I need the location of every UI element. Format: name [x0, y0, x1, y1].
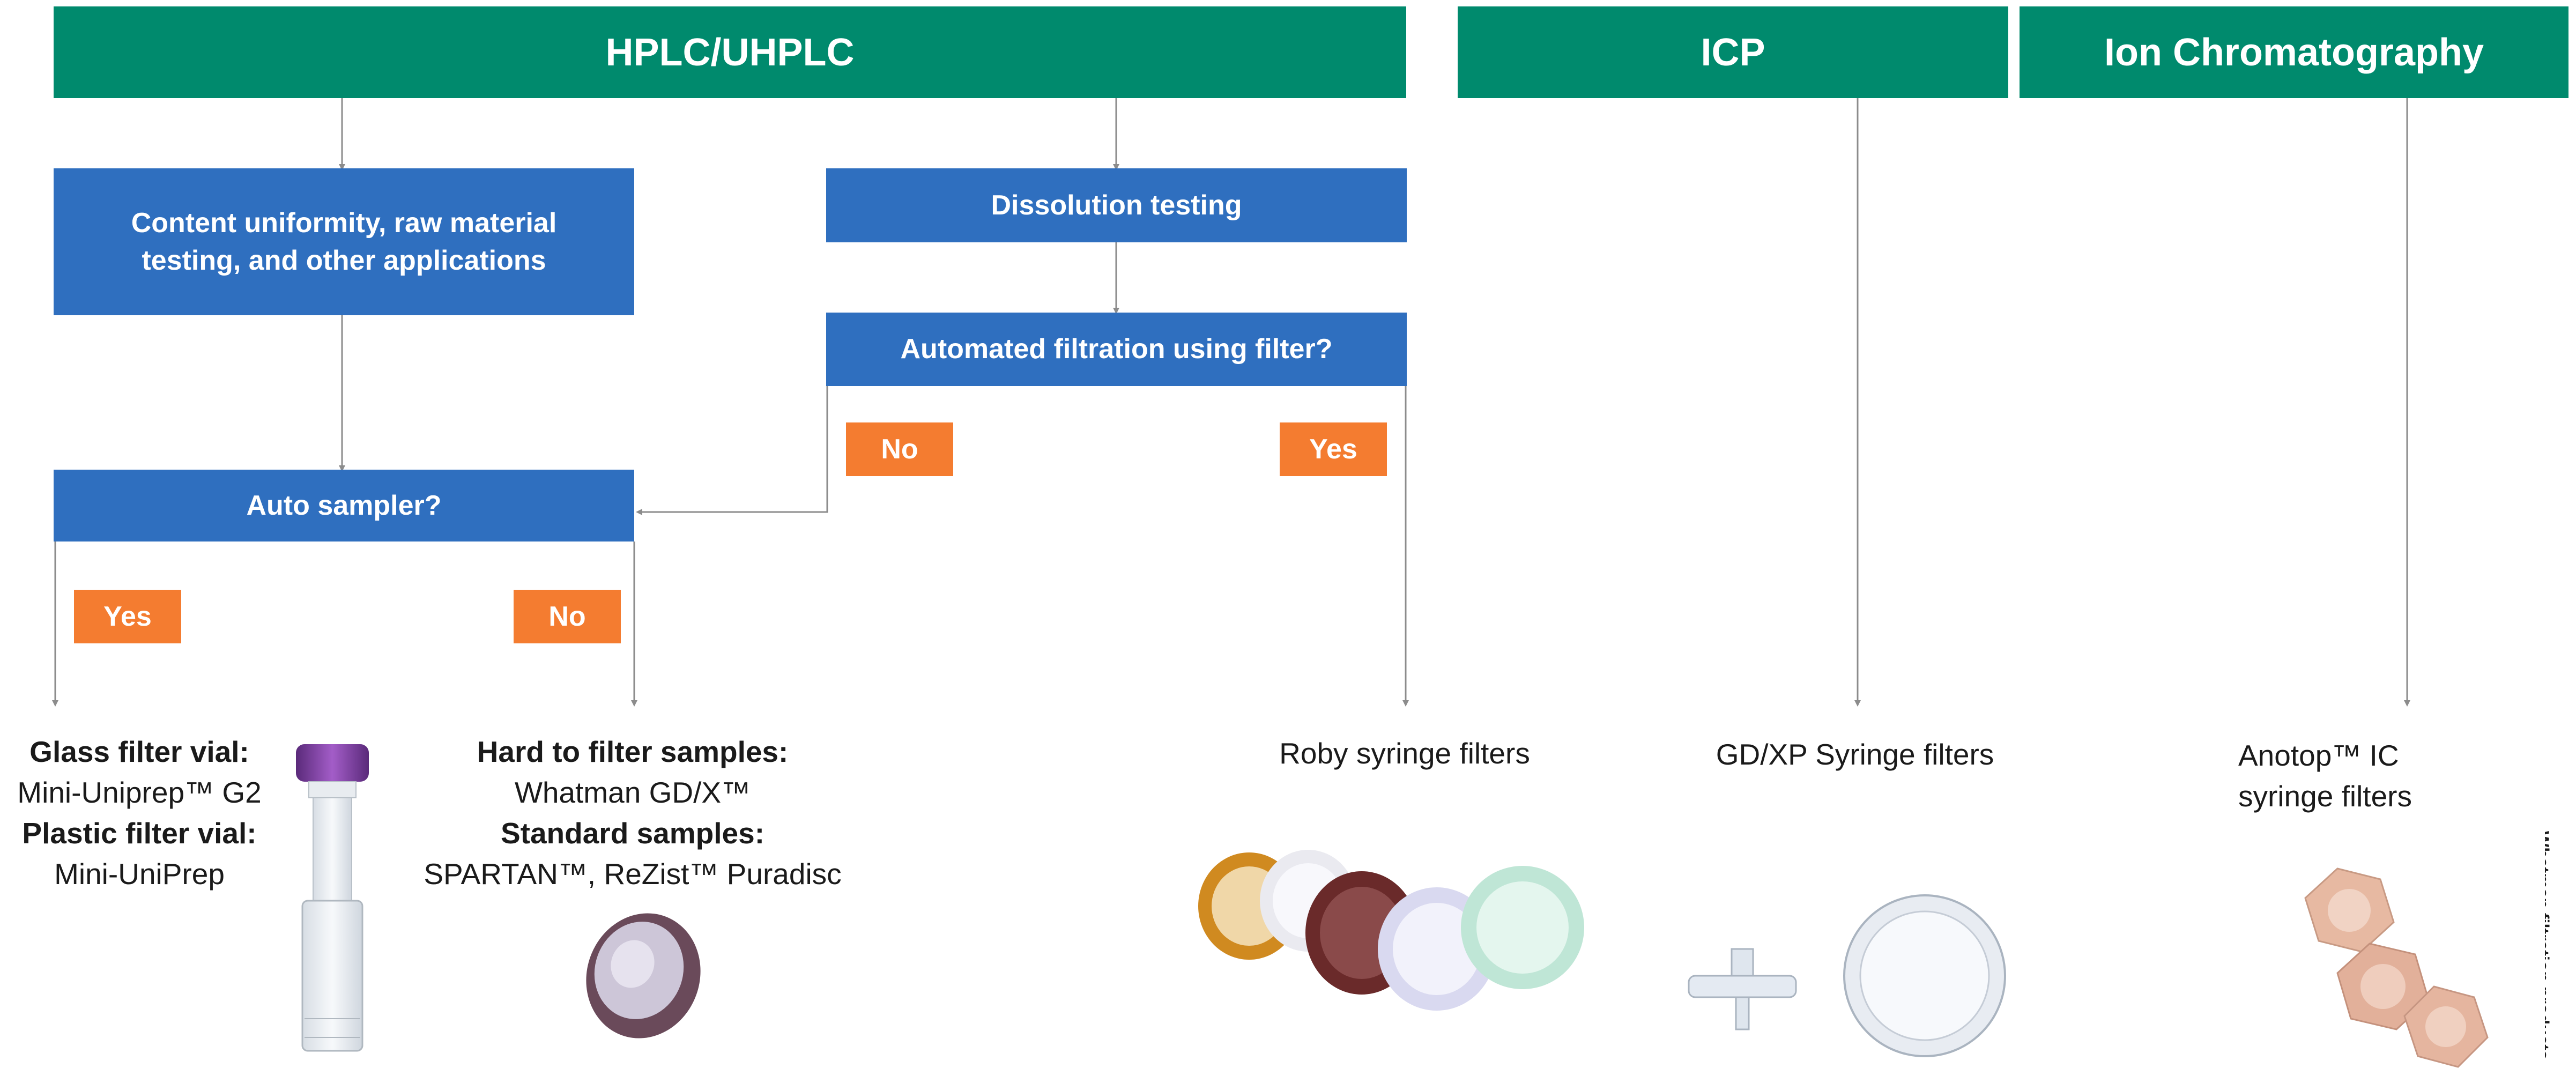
product-label-glass-filter-vial: Glass filter vial: Mini-Uniprep™ G2 Plas…: [0, 732, 279, 895]
box-autosampler-label: Auto sampler?: [246, 489, 442, 521]
tag-yes-autosampler: Yes: [74, 590, 181, 643]
hard-label-heading-1: Hard to filter samples:: [477, 735, 789, 768]
mini-uniprep-vial-image: [296, 744, 369, 1052]
gdxp-syringe-filters-image: [1688, 894, 2006, 1057]
hard-label-heading-3: Standard samples:: [500, 816, 765, 850]
anotop-label-1: Anotop™ IC: [2238, 739, 2399, 772]
tag-yes-autosampler-label: Yes: [103, 601, 152, 632]
box-content-label: Content uniformity, raw material testing…: [131, 207, 557, 276]
box-automated-filtration: Automated filtration using filter?: [826, 313, 1407, 386]
box-automated-label: Automated filtration using filter?: [900, 333, 1333, 365]
product-label-hard-to-filter: Hard to filter samples: Whatman GD/X™ St…: [418, 732, 847, 895]
box-auto-sampler: Auto sampler?: [54, 470, 634, 542]
anotop-ic-filters-image: [2304, 867, 2489, 1068]
hard-label-line-4: SPARTAN™, ReZist™ Puradisc: [424, 857, 842, 891]
header-icp-label: ICP: [1701, 31, 1765, 74]
side-caption-text: Whatman filtration products: [2545, 831, 2552, 1060]
header-hplc: HPLC/UHPLC: [54, 6, 1406, 98]
tag-no-automated-label: No: [881, 434, 918, 465]
tag-yes-automated: Yes: [1280, 422, 1387, 476]
anotop-label-2: syringe filters: [2238, 779, 2412, 813]
glass-label-line-4: Mini-UniPrep: [54, 857, 225, 891]
product-label-anotop: Anotop™ IC syringe filters: [2238, 736, 2517, 817]
header-hplc-label: HPLC/UHPLC: [605, 31, 855, 74]
glass-label-line-2: Mini-Uniprep™ G2: [17, 775, 262, 809]
roby-syringe-filters-image: [1198, 850, 1584, 1011]
tag-no-automated: No: [846, 422, 953, 476]
product-label-gdxp: GD/XP Syringe filters: [1646, 735, 2064, 775]
box-content-uniformity: Content uniformity, raw material testing…: [54, 168, 634, 315]
glass-label-heading-1: Glass filter vial:: [29, 735, 249, 768]
glass-label-heading-3: Plastic filter vial:: [22, 816, 257, 850]
product-label-roby: Roby syringe filters: [1206, 733, 1603, 774]
tag-yes-automated-label: Yes: [1309, 434, 1357, 465]
gdxp-label: GD/XP Syringe filters: [1716, 738, 1994, 771]
header-ion-label: Ion Chromatography: [2104, 31, 2484, 74]
tag-no-autosampler: No: [514, 590, 621, 643]
puradisc-filter-image: [586, 913, 701, 1039]
roby-label: Roby syringe filters: [1279, 737, 1530, 770]
header-ion-chromatography: Ion Chromatography: [2020, 6, 2568, 98]
header-icp: ICP: [1458, 6, 2008, 98]
hard-label-line-2: Whatman GD/X™: [514, 775, 751, 809]
connector-automated-no-autosampler: [636, 386, 828, 515]
box-dissolution-label: Dissolution testing: [991, 189, 1242, 221]
box-dissolution-testing: Dissolution testing: [826, 168, 1407, 242]
side-caption: Whatman filtration products: [2545, 831, 2576, 1083]
tag-no-autosampler-label: No: [548, 601, 586, 632]
